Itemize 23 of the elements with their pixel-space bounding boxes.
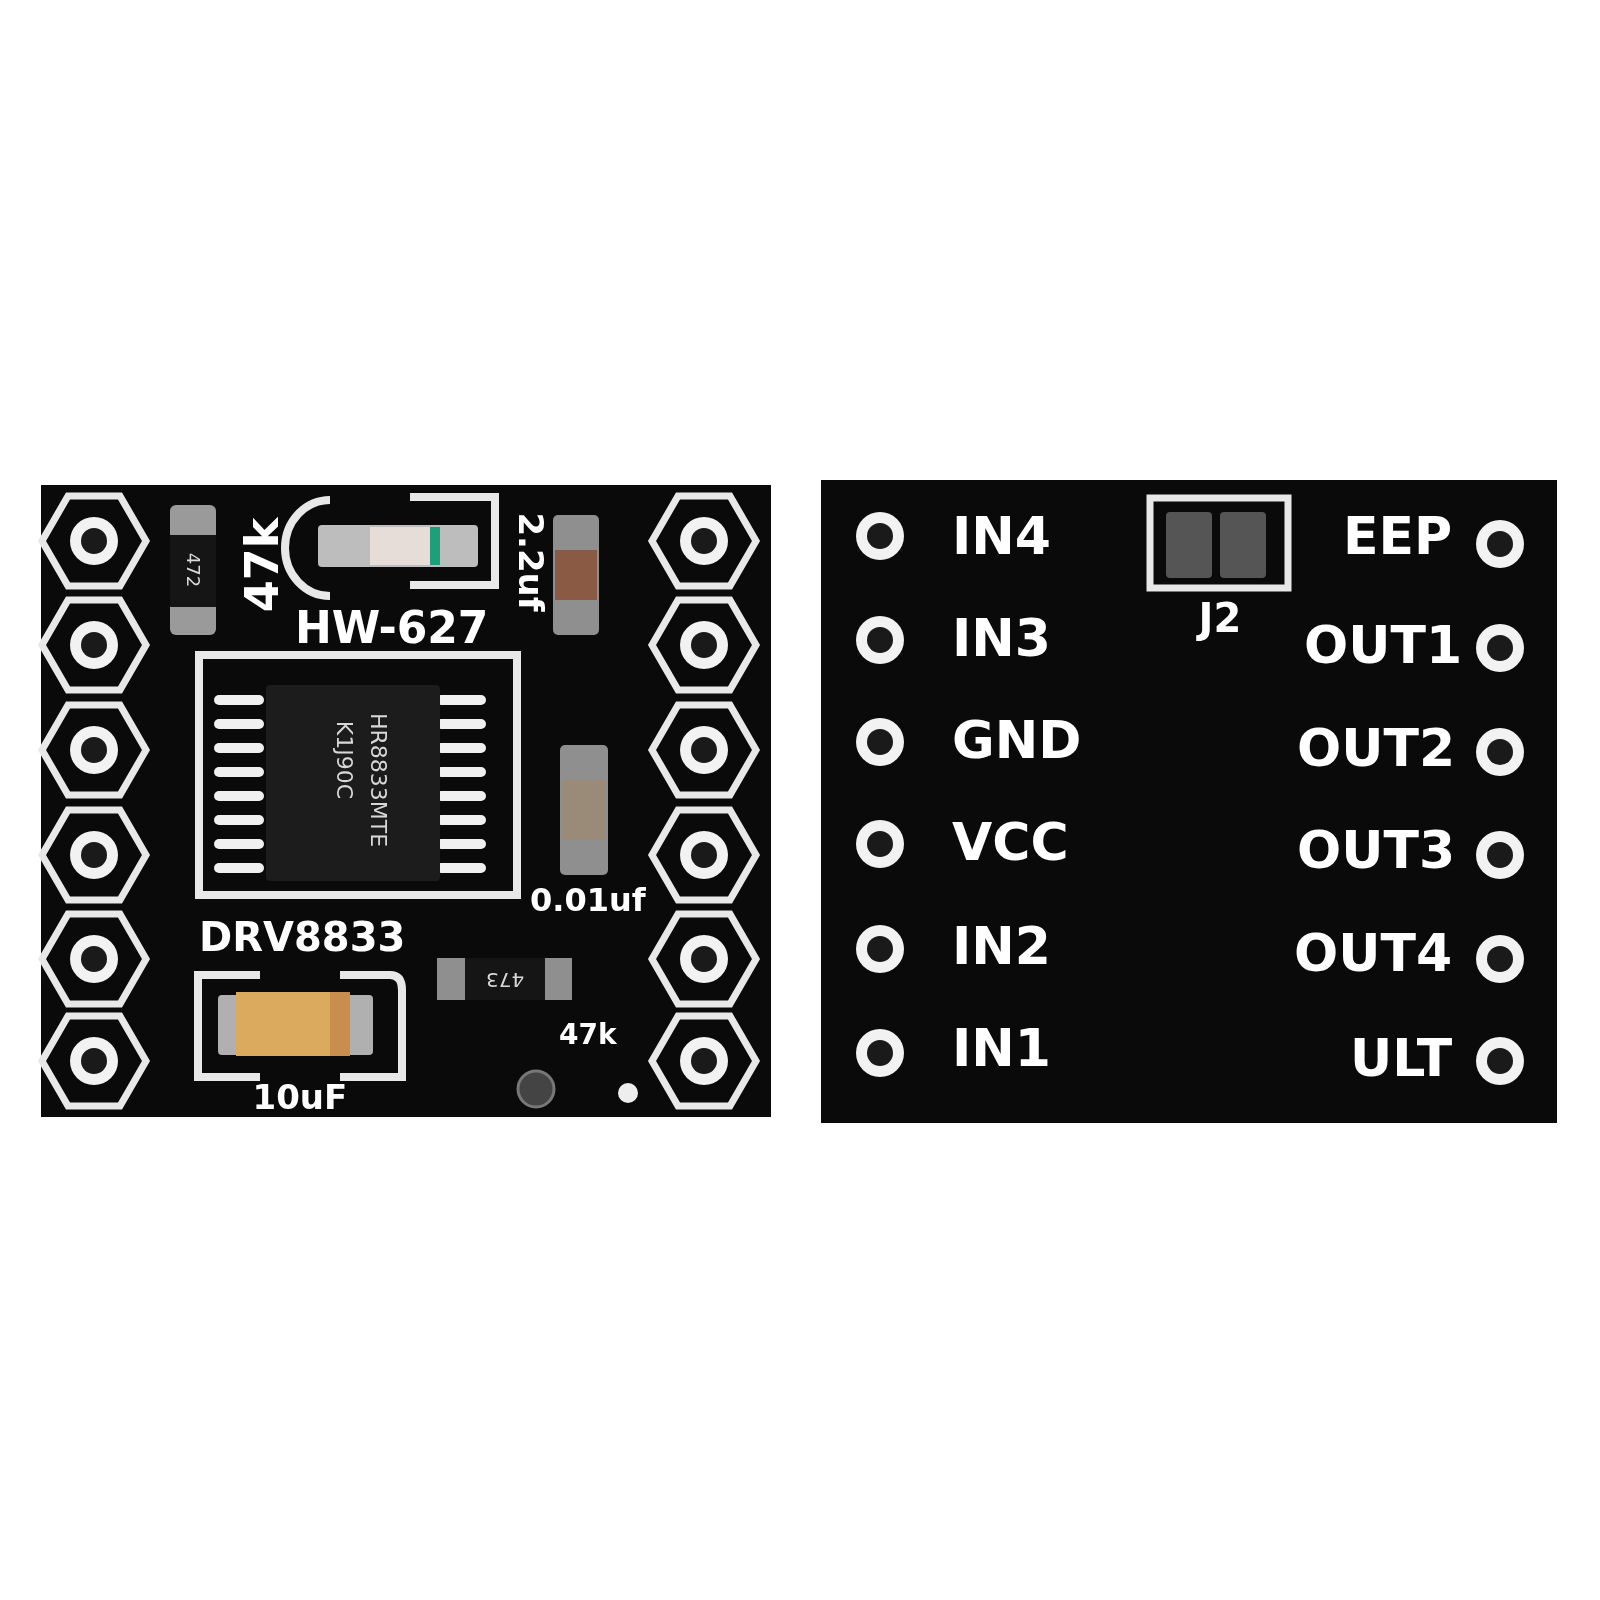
silkscreen-label: HW-627 <box>295 606 489 650</box>
pin-label: IN4 <box>952 510 1052 562</box>
silkscreen-label: 47k <box>238 517 285 613</box>
part-marking: 473 <box>486 970 525 990</box>
pin-label: OUT3 <box>1297 824 1456 876</box>
pin-label: OUT4 <box>1294 927 1453 979</box>
part-marking: K1J90C <box>333 720 356 800</box>
pin-label: VCC <box>952 816 1069 868</box>
silkscreen-label: 2.2uf <box>513 512 548 612</box>
pin-label: GND <box>952 714 1082 766</box>
part-marking: 472 <box>184 552 203 588</box>
pin-label: ULT <box>1350 1032 1453 1084</box>
pin-label: IN1 <box>952 1022 1052 1074</box>
pin-label: OUT2 <box>1297 722 1456 774</box>
silkscreen-label: 0.01uf <box>530 884 646 916</box>
pin-label: IN2 <box>952 920 1052 972</box>
part-marking: HR8833MTE <box>367 712 390 848</box>
silkscreen-label: DRV8833 <box>199 917 406 957</box>
pin-label: EEP <box>1343 510 1453 562</box>
pin-label: IN3 <box>952 612 1052 664</box>
pin-label: OUT1 <box>1304 619 1463 671</box>
silkscreen-label: 10uF <box>252 1080 348 1114</box>
silkscreen-label: 47k <box>559 1021 617 1049</box>
